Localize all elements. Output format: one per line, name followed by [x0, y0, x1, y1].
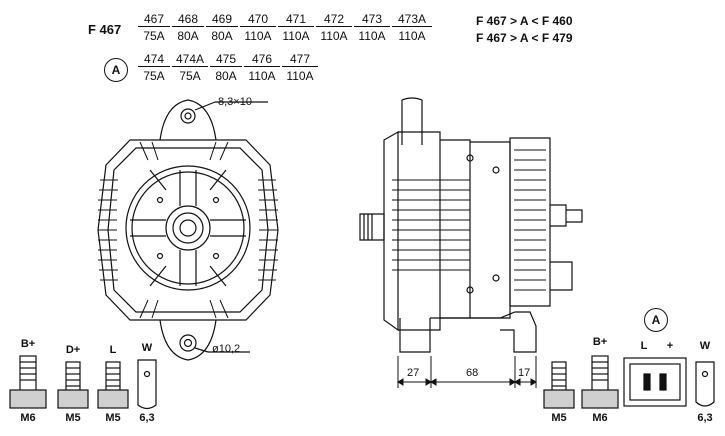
variant-number: 476	[244, 52, 280, 67]
variant-amp: 80A	[211, 29, 233, 43]
variant-amp: 110A	[320, 29, 348, 43]
variant-number: 467	[138, 12, 170, 27]
variant-number: 475	[210, 52, 242, 67]
terminal-label-m5-l: M5	[105, 412, 121, 424]
variant-number: 473A	[392, 12, 432, 27]
connector-label-63: 6,3	[697, 412, 713, 424]
variant-number: 471	[278, 12, 314, 27]
variant-amp: 75A	[143, 29, 165, 43]
variant-amp: 75A	[143, 69, 165, 83]
variant-amp: 80A	[215, 69, 237, 83]
variant-number: 473	[354, 12, 390, 27]
variant-number: 469	[206, 12, 238, 27]
variant-item: 474A 75A	[172, 52, 208, 83]
terminal-label-l: L	[109, 344, 117, 356]
dimension-lines	[397, 356, 537, 388]
terminal-label-bplus: B+	[20, 338, 36, 350]
variant-item: 473 110A	[354, 12, 390, 43]
terminal-label-bplus-right: B+	[592, 336, 608, 348]
terminal-label-dplus: D+	[65, 344, 81, 356]
variant-item: 473A 110A	[392, 12, 432, 43]
variant-amp: 75A	[179, 69, 201, 83]
variant-amp: 110A	[398, 29, 426, 43]
terminal-label-m6: M6	[20, 412, 36, 424]
range-line-2: F 467 > A < F 479	[476, 31, 573, 45]
terminal-icons-left	[9, 355, 157, 410]
variant-number: 470	[240, 12, 276, 27]
variant-number: 474	[138, 52, 170, 67]
marker-a-circle: A	[104, 58, 128, 82]
variant-number: 472	[316, 12, 352, 27]
variant-number: 474A	[172, 52, 208, 67]
variant-item: 470 110A	[240, 12, 276, 43]
terminal-icons-right	[543, 355, 619, 409]
side-view	[359, 97, 583, 353]
terminal-label-m5-d: M5	[65, 412, 81, 424]
connector-plug	[623, 357, 715, 407]
front-view	[97, 99, 279, 361]
dimension-17: 17	[518, 367, 531, 379]
variant-number: 468	[172, 12, 204, 27]
variant-amp: 80A	[177, 29, 199, 43]
terminal-label-m5-right: M5	[551, 412, 567, 424]
connector-label-l: L	[640, 340, 648, 352]
terminal-label-m6-right: M6	[592, 412, 608, 424]
variant-item: 472 110A	[316, 12, 352, 43]
variant-amp: 110A	[244, 29, 272, 43]
variant-amp: 110A	[286, 69, 314, 83]
terminal-label-w: W	[141, 342, 153, 354]
variant-item: 476 110A	[244, 52, 280, 83]
variant-amp: 110A	[282, 29, 310, 43]
model-label: F 467	[88, 22, 122, 37]
range-line-1: F 467 > A < F 460	[476, 14, 573, 28]
dimension-68: 68	[466, 367, 479, 379]
connector-marker-a: A	[644, 308, 668, 332]
connector-label-w: W	[699, 340, 711, 352]
connector-label-plus: +	[666, 340, 674, 352]
variant-item: 477 110A	[282, 52, 318, 83]
variant-amp: 110A	[358, 29, 386, 43]
variant-number: 477	[282, 52, 318, 67]
variant-amp: 110A	[248, 69, 276, 83]
mount-hole-dimension: 8,3×10	[218, 96, 252, 108]
terminal-label-63: 6,3	[139, 412, 155, 424]
dimension-27: 27	[407, 367, 420, 379]
variant-item: 471 110A	[278, 12, 314, 43]
lower-hole-dimension: ø10,2	[212, 343, 241, 355]
